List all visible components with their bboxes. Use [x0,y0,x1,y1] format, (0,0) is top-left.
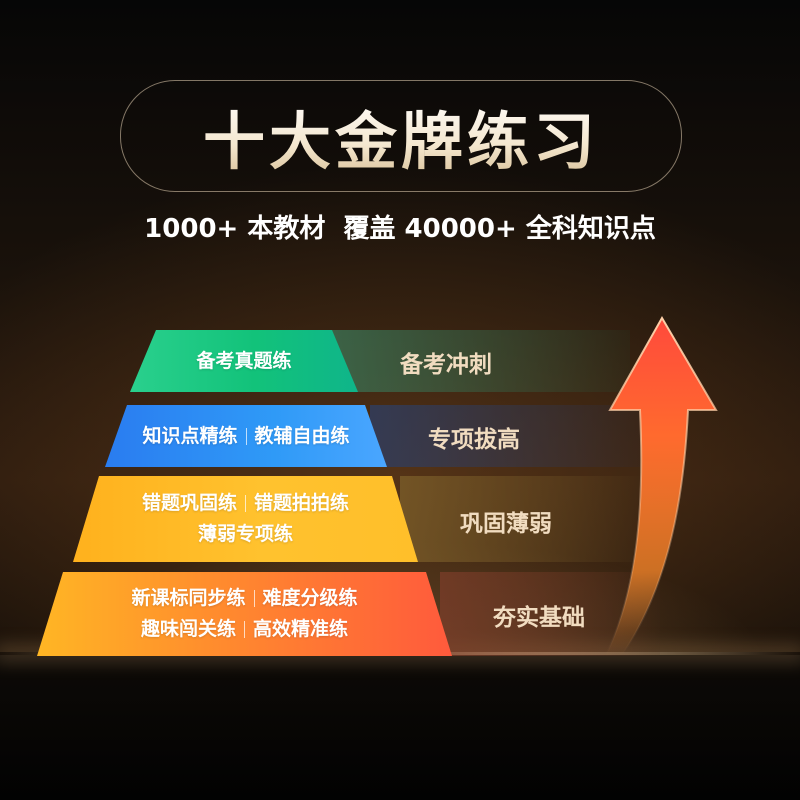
page-title: 十大金牌练习 [203,91,599,181]
practice-item: 高效精准练 [253,618,349,640]
category-label-2: 专项拔高 [428,427,520,453]
tier-4-content: 新课标同步练 难度分级练 趣味闯关练 高效精准练 [37,572,452,656]
practice-item: 教辅自由练 [254,424,350,447]
tier-3-content: 错题巩固练 错题拍拍练 薄弱专项练 [73,476,418,562]
item-divider [245,427,247,445]
floor-shadow [0,655,800,800]
tier-2-row-1: 知识点精练 教辅自由练 [142,421,349,452]
tier-3-row-2: 薄弱专项练 [198,519,293,550]
tier-4-shape [37,572,452,656]
tier-2-content: 知识点精练 教辅自由练 [105,405,387,467]
category-band-3 [400,476,640,562]
item-divider [245,495,246,512]
pyramid-tier-2: 知识点精练 教辅自由练 [105,405,387,467]
pyramid-tier-4: 新课标同步练 难度分级练 趣味闯关练 高效精准练 [37,572,452,656]
practice-item: 薄弱专项练 [197,523,293,545]
practice-item: 新课标同步练 [131,587,246,609]
tier-3-row-1: 错题巩固练 错题拍拍练 [142,488,349,519]
category-label-3: 巩固薄弱 [460,511,552,537]
up-arrow-icon [604,315,718,656]
item-divider [253,590,255,607]
tier-4-row-2: 趣味闯关练 高效精准练 [141,614,348,645]
category-label-1: 备考冲刺 [400,352,492,378]
tier-3-shape [73,476,418,562]
tier-1-shape [130,330,358,392]
pyramid-tier-1: 备考真题练 [130,330,358,392]
practice-item: 难度分级练 [262,587,358,609]
page-subtitle: 1000+ 本教材 覆盖 40000+ 全科知识点 [144,214,656,244]
practice-item: 错题拍拍练 [254,492,350,514]
category-band-1 [330,330,630,392]
tier-4-row-1: 新课标同步练 难度分级练 [131,583,357,614]
tier-1-row-1: 备考真题练 [196,346,291,377]
pyramid-tier-3: 错题巩固练 错题拍拍练 薄弱专项练 [73,476,418,562]
tier-1-content: 备考真题练 [130,330,358,392]
title-frame: 十大金牌练习 [120,80,682,192]
practice-item: 备考真题练 [196,349,292,372]
item-divider [244,621,245,638]
practice-item: 错题巩固练 [141,492,237,514]
practice-item: 知识点精练 [142,424,238,447]
category-band-2 [370,405,640,467]
category-label-4: 夯实基础 [493,605,585,631]
practice-item: 趣味闯关练 [140,618,236,640]
